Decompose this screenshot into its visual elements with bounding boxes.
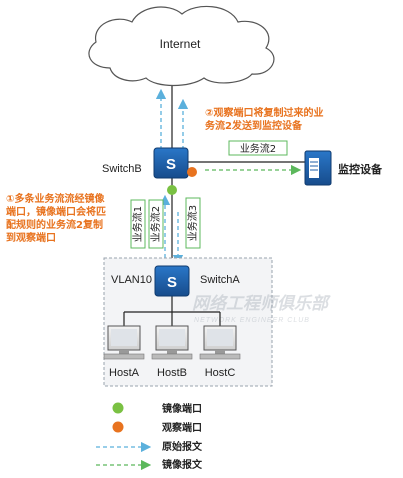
switchb[interactable]: S <box>153 147 189 179</box>
monitor-device[interactable] <box>304 150 332 186</box>
watermark-en-text: NETWORK ENGINEER CLUB <box>194 317 310 324</box>
switcha-label: SwitchA <box>200 274 240 286</box>
switcha[interactable]: S <box>154 265 190 297</box>
flow2-mirror-label: 业务流2 <box>240 142 276 155</box>
host-a[interactable] <box>103 325 145 360</box>
monitor-label: 监控设备 <box>338 162 383 176</box>
mirror-port-dot <box>167 185 177 195</box>
note1-line2: 端口，镜像端口会将匹 <box>6 205 106 218</box>
watermark-text: 网络工程师俱乐部 <box>192 294 331 314</box>
legend-observe-port-label: 观察端口 <box>162 421 202 434</box>
internet-cloud: Internet <box>88 5 275 87</box>
legend-original-label: 原始报文 <box>162 440 203 453</box>
vlan-label: VLAN10 <box>111 274 152 286</box>
switchb-label: SwitchB <box>102 163 142 175</box>
switchb-icon: S <box>166 156 176 173</box>
flow2-label: 业务流2 <box>149 206 162 242</box>
flow2-tag: 业务流2 <box>148 199 164 249</box>
watermark: 网络工程师俱乐部 NETWORK ENGINEER CLUB <box>192 294 331 324</box>
legend-mirror-port-icon <box>112 402 124 414</box>
legend-observe-port-icon <box>112 421 124 433</box>
note-mirror-port: ①多条业务流流经镜像 端口，镜像端口会将匹 配规则的业务流2复制 到观察端口 <box>6 192 106 244</box>
flow3-tag: 业务流3 <box>185 197 201 249</box>
legend-mirrored-label: 镜像报文 <box>162 458 203 471</box>
flow2-mirror-tag: 业务流2 <box>228 140 288 156</box>
host-c-label: HostC <box>205 367 236 379</box>
note1-line3: 配规则的业务流2复制 <box>6 218 103 231</box>
internet-label: Internet <box>160 37 201 51</box>
host-a-label: HostA <box>109 367 140 379</box>
switcha-icon: S <box>167 274 177 291</box>
note1-line4: 到观察端口 <box>6 231 56 244</box>
flow3-label: 业务流3 <box>186 205 199 241</box>
note2-line2: 务流2发送到监控设备 <box>205 119 303 132</box>
flow1-label: 业务流1 <box>131 206 144 242</box>
host-c[interactable] <box>199 325 241 360</box>
note1-line1: ①多条业务流流经镜像 <box>6 192 105 205</box>
note2-line1: ②观察端口将复制过来的业 <box>205 106 323 119</box>
legend-mirror-port-label: 镜像端口 <box>162 402 202 415</box>
legend: 镜像端口 观察端口 原始报文 镜像报文 <box>96 402 203 471</box>
note-observe-port: ②观察端口将复制过来的业 务流2发送到监控设备 <box>205 106 323 132</box>
flow1-tag: 业务流1 <box>130 199 146 249</box>
observe-port-dot <box>187 167 197 177</box>
host-b[interactable] <box>151 325 193 360</box>
host-b-label: HostB <box>157 367 187 379</box>
